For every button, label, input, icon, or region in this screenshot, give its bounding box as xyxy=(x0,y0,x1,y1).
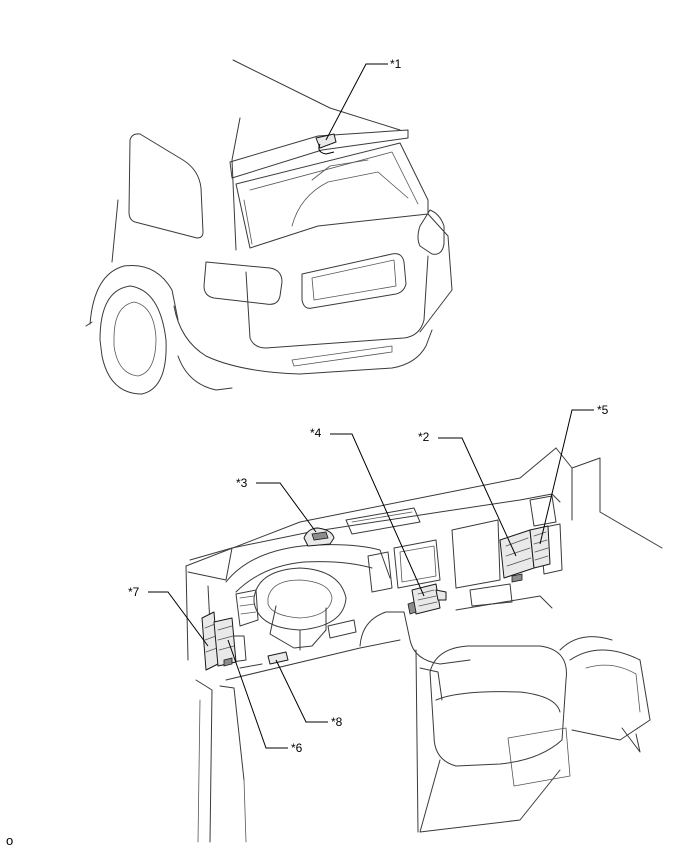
part-3-component xyxy=(303,527,335,547)
part-5-component xyxy=(529,525,551,569)
callout-8: *8 xyxy=(331,715,343,729)
leader-8 xyxy=(275,659,328,723)
part-6-component xyxy=(213,617,237,667)
figure-code: o xyxy=(6,833,14,848)
leader-3 xyxy=(256,482,317,533)
callout-7: *7 xyxy=(128,585,140,599)
leader-2 xyxy=(438,437,517,557)
leader-1 xyxy=(325,63,388,141)
callout-6: *6 xyxy=(291,741,303,755)
leader-4 xyxy=(330,433,425,597)
part-8-component xyxy=(267,651,289,665)
leader-7 xyxy=(148,591,209,647)
part-2-component xyxy=(499,529,535,583)
callout-1: *1 xyxy=(390,57,402,71)
leader-5 xyxy=(539,409,594,545)
leader-6 xyxy=(227,639,288,749)
callout-5: *5 xyxy=(597,403,609,417)
callout-2: *2 xyxy=(418,430,430,444)
part-4-component xyxy=(407,583,447,615)
vehicle-rear-view xyxy=(85,59,453,395)
callout-4: *4 xyxy=(310,426,322,440)
callout-3: *3 xyxy=(236,476,248,490)
leader-lines xyxy=(148,63,594,749)
instrument-panel-view xyxy=(185,447,663,843)
